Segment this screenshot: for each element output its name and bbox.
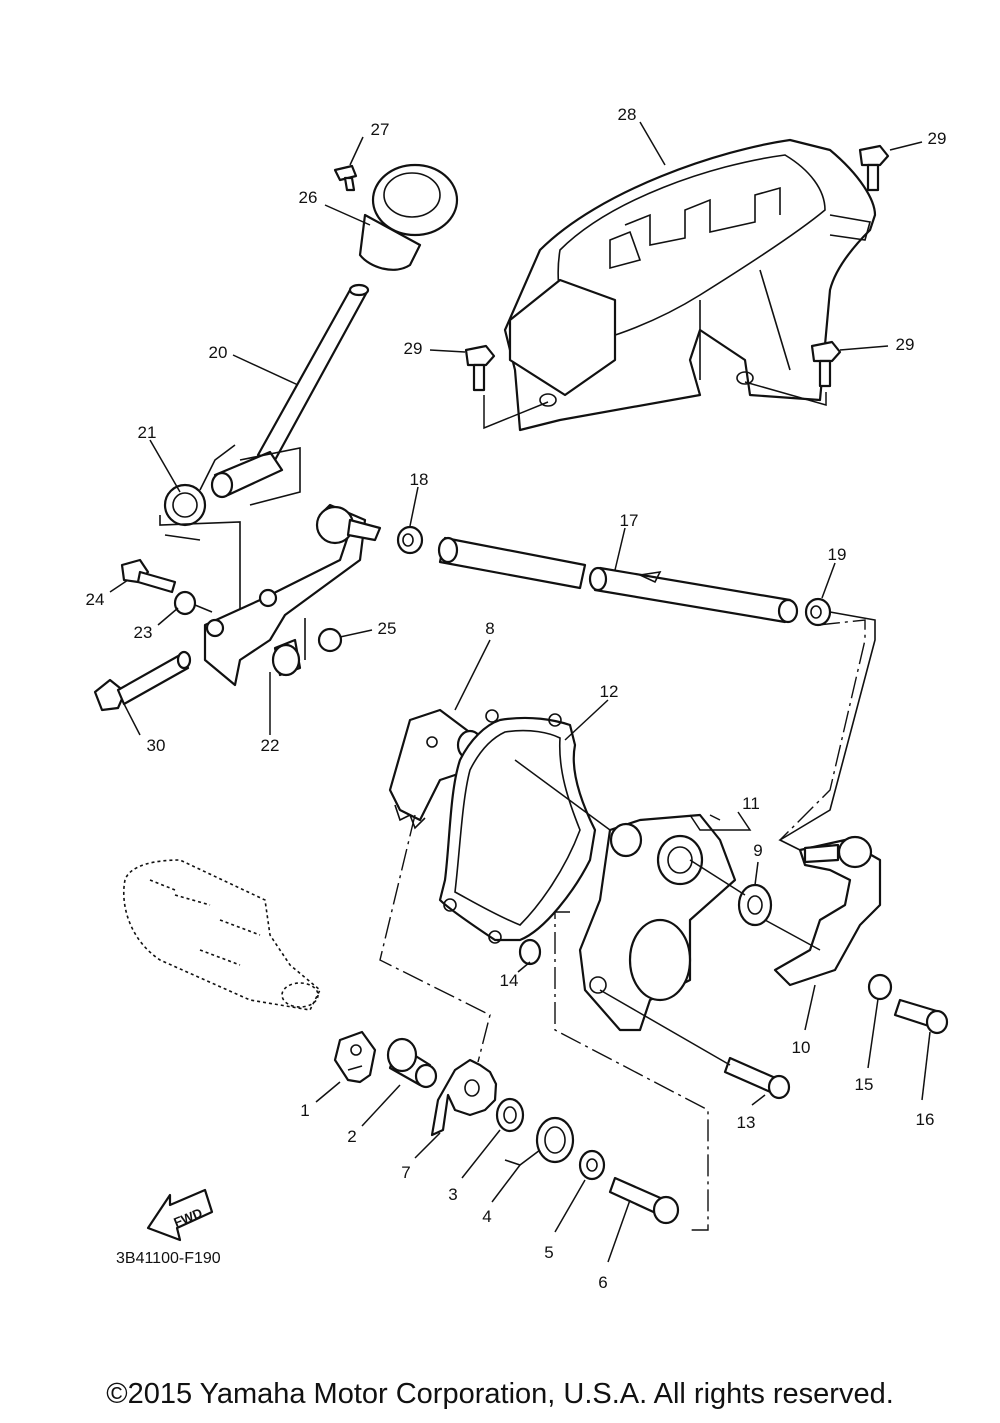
screw-27-part [333, 164, 358, 192]
callout-16: 16 [916, 1110, 935, 1129]
circlip-25-part [317, 627, 343, 653]
callout-27: 27 [371, 120, 390, 139]
callout-29-c: 29 [896, 335, 915, 354]
callout-9: 9 [753, 841, 762, 860]
bolt-16-part [893, 998, 949, 1035]
shift-drum-part [123, 859, 321, 1011]
callout-10: 10 [792, 1038, 811, 1057]
shift-shaft-17-part [437, 536, 799, 624]
callout-21: 21 [138, 423, 157, 442]
shift-gate-cover-part [503, 138, 877, 432]
washer-5-part [578, 1149, 606, 1181]
spring-21-part [163, 444, 236, 527]
callout-11: 11 [742, 794, 760, 813]
bolt-13-part [723, 1056, 791, 1100]
collar-2-part [386, 1037, 438, 1089]
callout-6: 6 [598, 1273, 607, 1292]
oil-seal-9-part [737, 883, 773, 927]
callout-28: 28 [618, 105, 637, 124]
callout-24: 24 [86, 590, 105, 609]
callout-15: 15 [855, 1075, 874, 1094]
callout-5: 5 [544, 1243, 553, 1262]
copyright-notice: ©2015 Yamaha Motor Corporation, U.S.A. A… [106, 1378, 894, 1410]
shift-segment-7-part [430, 1058, 498, 1137]
callout-12: 12 [600, 682, 619, 701]
collar-18-part [396, 525, 424, 555]
callout-23: 23 [134, 623, 153, 642]
bolt-29-right [810, 340, 842, 388]
shift-arm-10-part [773, 835, 882, 987]
callout-14: 14 [500, 971, 519, 990]
callout-25: 25 [378, 619, 397, 638]
shift-lever-20-part [210, 283, 370, 499]
callout-18: 18 [410, 470, 429, 489]
shift-knob-26-part [358, 163, 459, 271]
callout-3: 3 [448, 1185, 457, 1204]
washer-3-part [495, 1097, 525, 1133]
callout-8: 8 [485, 619, 494, 638]
bolt-29-left [464, 344, 496, 392]
bolt-24-part [120, 558, 177, 594]
bolt-6-part [608, 1176, 680, 1225]
callout-20: 20 [209, 343, 228, 362]
gasket-12-part [438, 709, 597, 944]
dowel-14-part [518, 938, 542, 966]
callout-1: 1 [300, 1101, 309, 1120]
alignment-line-right [779, 619, 866, 841]
callout-30: 30 [147, 736, 166, 755]
callout-26: 26 [299, 188, 318, 207]
callout-17: 17 [620, 511, 639, 530]
stopper-1-part [333, 1030, 377, 1084]
washer-15-part [867, 973, 893, 1001]
callout-29-a: 29 [928, 129, 947, 148]
spring-4-part [504, 1116, 575, 1166]
shift-arm-22-part [203, 503, 382, 687]
callout-2: 2 [347, 1127, 356, 1146]
callout-29-b: 29 [404, 339, 423, 358]
fwd-arrow-icon: FWD [146, 1188, 214, 1242]
callout-22: 22 [261, 736, 280, 755]
callout-13: 13 [737, 1113, 756, 1132]
callout-4: 4 [482, 1207, 491, 1226]
alignment-line-middle [554, 911, 709, 1231]
shift-cover-11-part [578, 813, 737, 1032]
washer-23-part [173, 590, 197, 616]
callout-19: 19 [828, 545, 847, 564]
callout-7: 7 [401, 1163, 410, 1182]
collar-19-part [804, 597, 832, 627]
bolt-29-top-right [858, 144, 890, 192]
callouts: 27 26 28 29 29 29 20 21 18 17 19 24 23 2… [86, 105, 947, 1292]
diagram-code: 3B41100-F190 [116, 1250, 221, 1267]
alignment-line-left [379, 814, 491, 1063]
bolt-30-part [93, 650, 192, 712]
